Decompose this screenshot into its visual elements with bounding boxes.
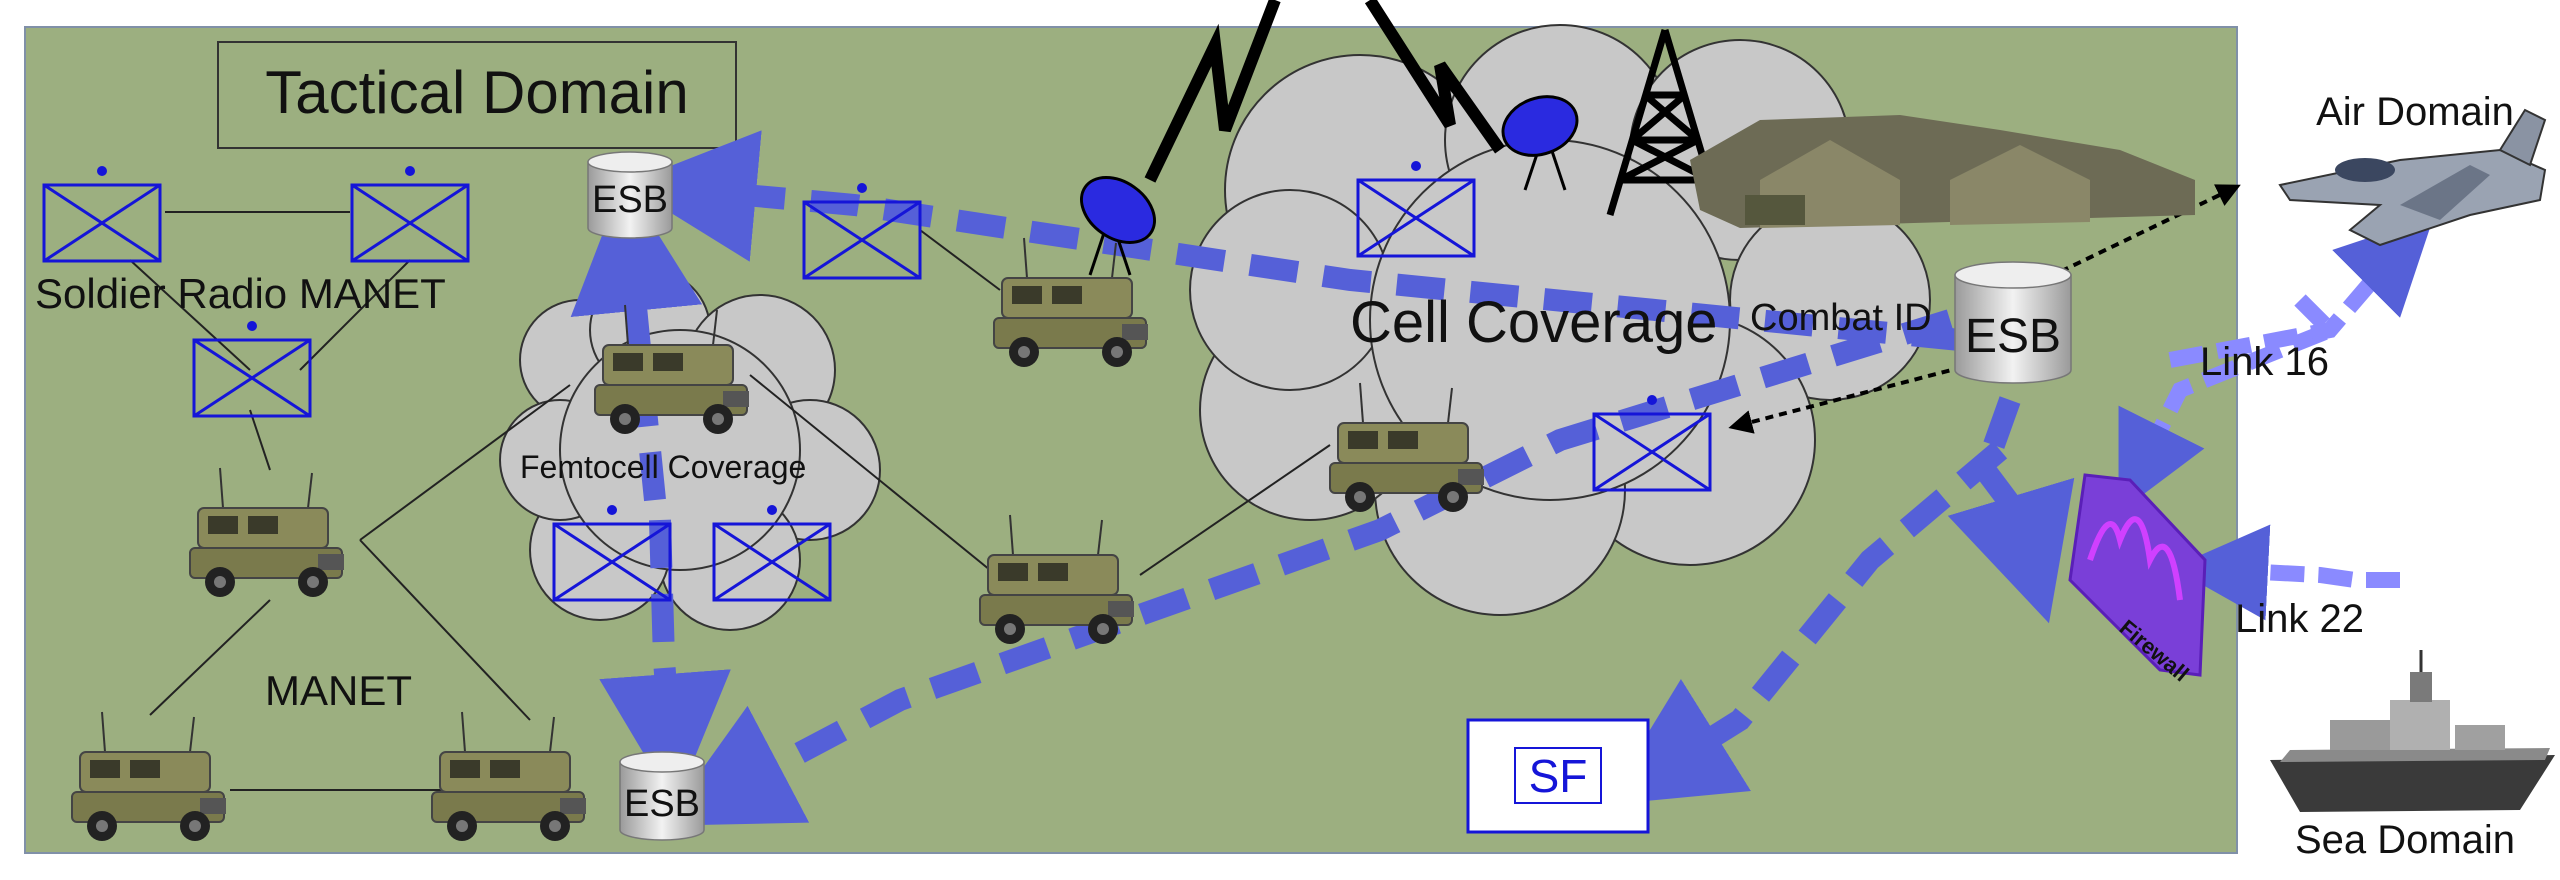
warship-icon [2270, 650, 2555, 812]
esb-database-icon: ESB [1954, 261, 2072, 384]
sf-node: SF [1466, 718, 1650, 834]
satellite-dish-icon [1080, 176, 1156, 276]
link22-label: Link 22 [2235, 597, 2364, 641]
satellite-dish-icon [1501, 95, 1579, 191]
cell-coverage-label: Cell Coverage [1350, 290, 1718, 355]
combat-id-label: Combat ID [1750, 297, 1932, 339]
air-domain-label: Air Domain [2316, 90, 2514, 134]
esb-label: ESB [1965, 310, 2061, 363]
soldier-radio-manet-label: Soldier Radio MANET [35, 270, 446, 317]
fighter-jet-icon [2278, 108, 2547, 247]
esb-database-icon: ESB [587, 151, 673, 239]
satellite-links [1144, 0, 1505, 183]
manet-label: MANET [265, 667, 412, 714]
title-box [217, 41, 737, 149]
esb-label: ESB [624, 783, 700, 825]
network-links [129, 211, 1331, 791]
base-camp-icon [1690, 115, 2195, 228]
sea-domain-label: Sea Domain [2295, 818, 2515, 862]
page-title: Tactical Domain [265, 59, 689, 126]
tactical-data-links [2118, 216, 2434, 621]
femtocell-coverage-label: Femtocell Coverage [520, 449, 806, 485]
sf-label: SF [1529, 750, 1588, 802]
link16-label: Link 16 [2200, 340, 2329, 384]
esb-label: ESB [592, 179, 668, 221]
esb-database-icon: ESB [619, 751, 705, 841]
